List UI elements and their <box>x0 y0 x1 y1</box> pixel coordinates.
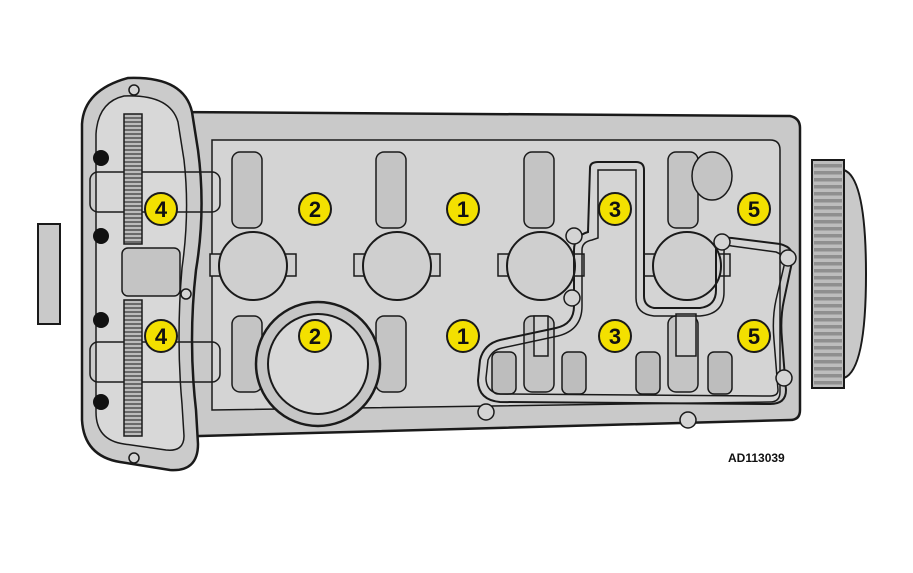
slot-recesses <box>231 151 733 393</box>
callout-4-top: 4 <box>144 192 178 226</box>
sprocket-tooth <box>814 185 842 189</box>
callout-5-top: 5 <box>737 192 771 226</box>
sprocket-tooth <box>814 227 842 231</box>
sprocket-tooth <box>814 311 842 315</box>
sprocket-tooth <box>814 304 842 308</box>
sprocket-tooth <box>814 290 842 294</box>
sprocket-tooth <box>814 346 842 350</box>
callout-1-top: 1 <box>446 192 480 226</box>
timing-cover <box>80 76 221 472</box>
sprocket-tooth <box>814 360 842 364</box>
svg-text:1: 1 <box>457 324 469 349</box>
sprocket-tooth <box>814 192 842 196</box>
svg-text:4: 4 <box>155 197 168 222</box>
sprocket-tooth <box>814 297 842 301</box>
sprocket-tooth <box>814 199 842 203</box>
sprocket-teeth <box>814 164 842 385</box>
sprocket-tooth <box>814 262 842 266</box>
reference-code: AD113039 <box>728 451 785 465</box>
sprocket-tooth <box>814 213 842 217</box>
callout-3-bottom: 3 <box>598 319 632 353</box>
bolt-dot <box>93 312 109 328</box>
sprocket-tooth <box>814 332 842 336</box>
sprocket-tooth <box>814 178 842 182</box>
belt-teeth <box>124 117 142 433</box>
sprocket-tooth <box>814 206 842 210</box>
oil-filler-opening <box>254 300 382 428</box>
sprocket-tooth <box>814 234 842 238</box>
sprocket-tooth <box>814 255 842 259</box>
sprocket-tooth <box>814 374 842 378</box>
cam-lobes <box>491 313 733 395</box>
left-side-plate <box>37 223 61 325</box>
bolt-dot <box>93 150 109 166</box>
svg-text:2: 2 <box>309 197 321 222</box>
camshaft-journals <box>209 231 731 301</box>
callout-3-top: 3 <box>598 192 632 226</box>
sprocket-tooth <box>814 318 842 322</box>
sprocket-tooth <box>814 325 842 329</box>
callout-4-bottom: 4 <box>144 319 178 353</box>
bolt-dot <box>93 394 109 410</box>
svg-text:4: 4 <box>155 324 168 349</box>
sprocket-tooth <box>814 248 842 252</box>
camshaft-sprocket <box>811 159 868 389</box>
sprocket-tooth <box>814 241 842 245</box>
svg-text:5: 5 <box>748 197 760 222</box>
callout-1-bottom: 1 <box>446 319 480 353</box>
sprocket-tooth <box>814 171 842 175</box>
callout-5-bottom: 5 <box>737 319 771 353</box>
svg-text:3: 3 <box>609 197 621 222</box>
gasket-outline <box>476 161 797 429</box>
svg-text:5: 5 <box>748 324 760 349</box>
bolt-dot <box>93 228 109 244</box>
sprocket-tooth <box>814 269 842 273</box>
svg-text:2: 2 <box>309 324 321 349</box>
sprocket-tooth <box>814 220 842 224</box>
sprocket-tooth <box>814 381 842 385</box>
callout-2-top: 2 <box>298 192 332 226</box>
sprocket-tooth <box>814 164 842 168</box>
callout-2-bottom: 2 <box>298 319 332 353</box>
svg-text:1: 1 <box>457 197 469 222</box>
svg-text:3: 3 <box>609 324 621 349</box>
sprocket-tooth <box>814 367 842 371</box>
sprocket-tooth <box>814 353 842 357</box>
sprocket-tooth <box>814 283 842 287</box>
sprocket-tooth <box>814 276 842 280</box>
sprocket-tooth <box>814 339 842 343</box>
